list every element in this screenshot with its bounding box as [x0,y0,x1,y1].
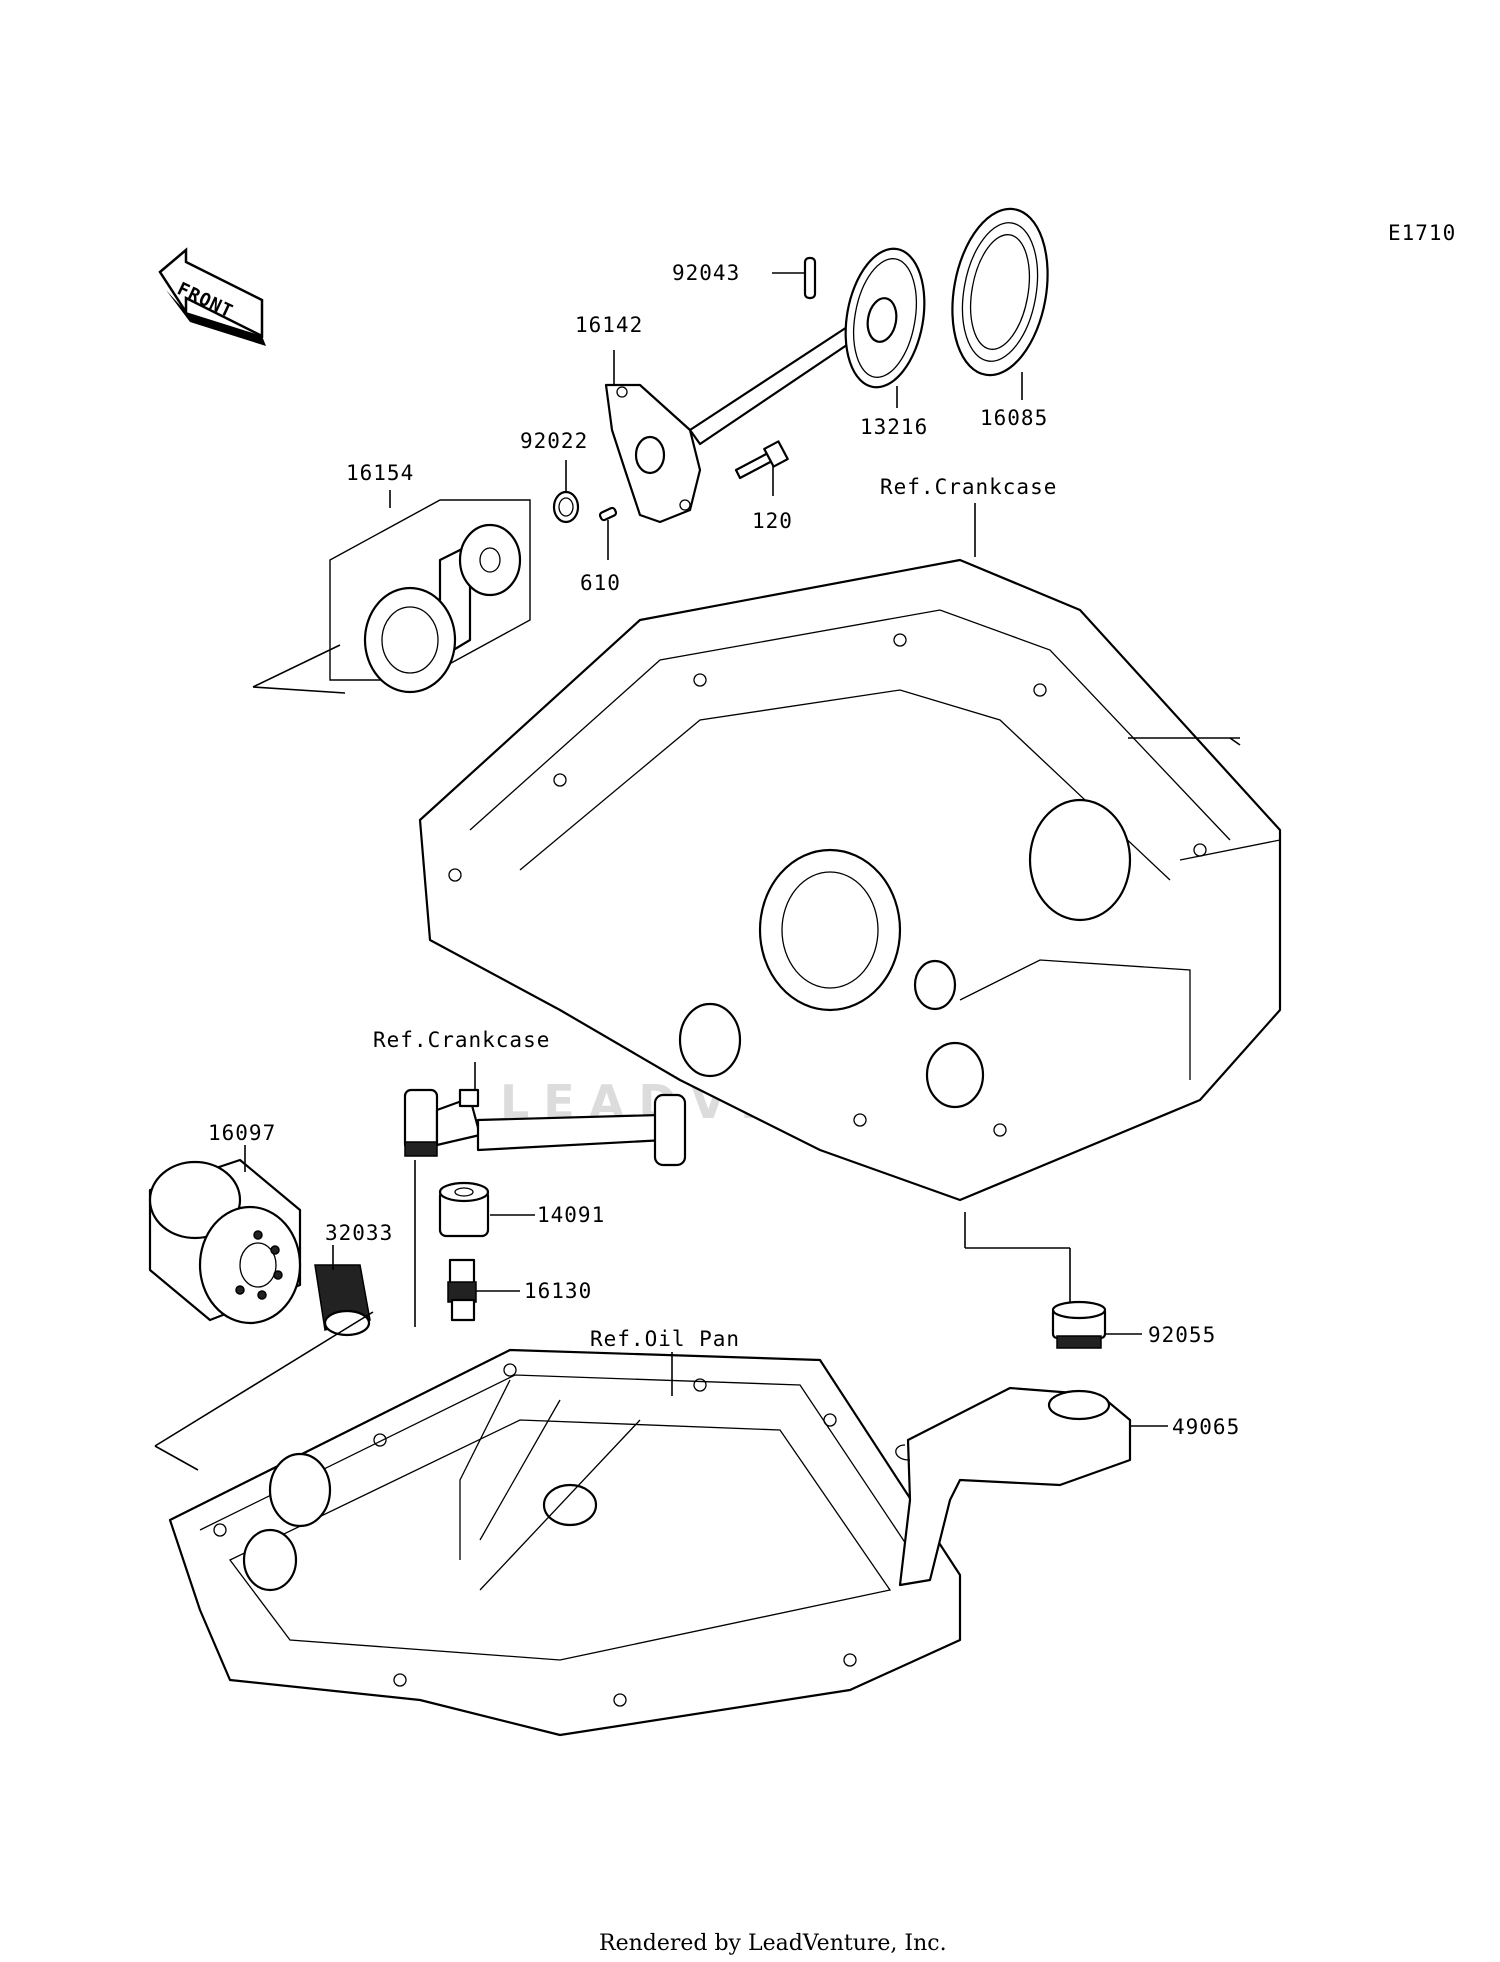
part-16142-pump-cover[interactable] [604,383,702,524]
part-120-bolt[interactable] [734,440,789,480]
label-16154[interactable]: 16154 [346,461,414,485]
front-arrow-icon: FRONT [158,247,266,346]
part-13216-pump-shaft[interactable] [688,242,935,446]
label-32033[interactable]: 32033 [325,1221,393,1245]
label-92022[interactable]: 92022 [520,429,588,453]
footer-credit: Rendered by LeadVenture, Inc. [599,1931,947,1956]
part-92022-o-ring[interactable] [552,490,580,524]
label-92043[interactable]: 92043 [672,261,740,285]
label-16097[interactable]: 16097 [208,1121,276,1145]
label-92055[interactable]: 92055 [1148,1323,1216,1347]
part-610-dowel[interactable] [598,506,618,522]
part-92055-cap[interactable] [1051,1300,1107,1349]
part-14091-collar[interactable] [438,1181,490,1238]
label-ref-crankcase-mid[interactable]: Ref.Crankcase [373,1028,550,1052]
part-16085-gear[interactable] [940,201,1060,382]
label-610[interactable]: 610 [580,571,621,595]
label-49065[interactable]: 49065 [1172,1415,1240,1439]
label-16142[interactable]: 16142 [575,313,643,337]
label-14091[interactable]: 14091 [537,1203,605,1227]
crankcase-ref-drawing [418,558,1282,1202]
part-92043-pin[interactable] [803,256,817,300]
label-16085[interactable]: 16085 [980,406,1048,430]
oil-pan-ref-drawing [168,1348,962,1737]
diagram-code: E1710 [1388,221,1456,245]
label-16130[interactable]: 16130 [524,1279,592,1303]
label-ref-oil-pan[interactable]: Ref.Oil Pan [590,1327,740,1351]
part-16130-nipple[interactable] [447,1258,477,1322]
part-32033-pipe[interactable] [314,1264,371,1337]
part-16097-oil-filter[interactable] [148,1158,302,1325]
part-16154-rotor[interactable] [329,499,531,694]
oil-pipe-ref-drawing [403,1088,687,1167]
part-49065-pipe[interactable] [895,1386,1132,1587]
label-13216[interactable]: 13216 [860,415,928,439]
label-120[interactable]: 120 [752,509,793,533]
label-ref-crankcase-top[interactable]: Ref.Crankcase [880,475,1057,499]
